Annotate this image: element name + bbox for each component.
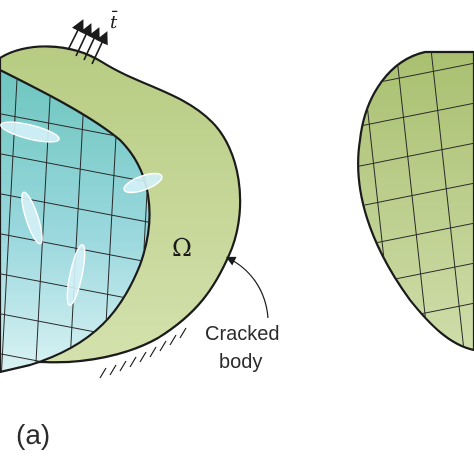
domain-omega-label: Ω xyxy=(172,234,192,262)
traction-label: t̄ xyxy=(110,9,118,33)
right-mesh-body xyxy=(357,50,474,352)
fixed-support-hatching xyxy=(99,327,187,379)
crack-ellipses xyxy=(0,121,163,307)
cracked-body-label-line1: Cracked xyxy=(205,323,279,345)
traction-arrows xyxy=(67,19,108,65)
cracked-body-leader-arrow xyxy=(225,256,269,319)
mesh-domain-shape xyxy=(0,68,151,374)
crack-1 xyxy=(0,121,60,143)
crack-2 xyxy=(123,172,163,194)
crack-4 xyxy=(66,243,86,307)
panel-label: (a) xyxy=(16,419,50,450)
cracked-body-label-line2: body xyxy=(219,351,262,373)
crack-3 xyxy=(21,191,43,245)
